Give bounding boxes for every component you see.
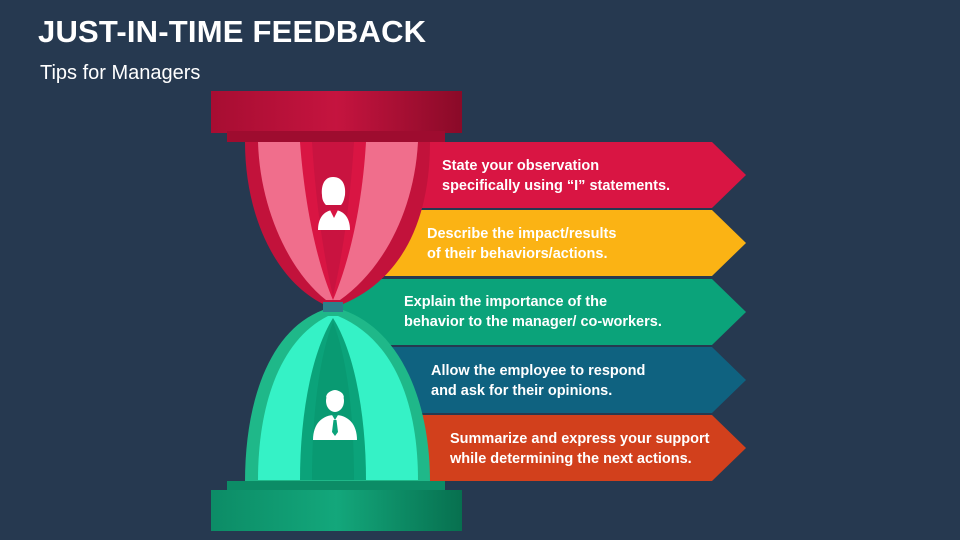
step-arrow-1	[384, 142, 746, 208]
slide-subtitle: Tips for Managers	[40, 62, 201, 84]
step-1-line-1: State your observation	[442, 158, 600, 174]
step-2-line-1: Describe the impact/results	[427, 226, 617, 242]
slide-title: JUST-IN-TIME FEEDBACK	[38, 14, 427, 49]
step-text-1: State your observation specifically usin…	[442, 156, 670, 196]
hourglass-neck	[323, 302, 343, 312]
step-2-line-2: of their behaviors/actions.	[427, 246, 608, 262]
step-text-5: Summarize and express your support while…	[450, 429, 709, 469]
step-text-2: Describe the impact/results of their beh…	[427, 224, 616, 264]
employee-man-icon	[313, 390, 357, 440]
step-3-line-1: Explain the importance of the	[404, 294, 608, 310]
step-arrow-5	[410, 415, 746, 481]
step-1-line-2: specifically using “I” statements.	[442, 178, 671, 194]
step-5-line-2: while determining the next actions.	[450, 451, 692, 467]
step-3-line-2: behavior to the manager/ co-workers.	[404, 314, 662, 330]
manager-woman-icon	[318, 177, 350, 230]
step-arrow-2	[384, 210, 746, 276]
step-arrow-4	[384, 347, 746, 413]
step-text-3: Explain the importance of the behavior t…	[404, 292, 662, 332]
hourglass-bottom-cap	[211, 481, 462, 531]
hourglass-top-cap	[211, 91, 462, 142]
step-5-line-1: Summarize and express your support	[450, 431, 710, 447]
step-text-4: Allow the employee to respond and ask fo…	[431, 361, 645, 401]
step-4-line-1: Allow the employee to respond	[431, 363, 646, 379]
step-arrow-3	[340, 279, 746, 345]
step-4-line-2: and ask for their opinions.	[431, 383, 613, 399]
